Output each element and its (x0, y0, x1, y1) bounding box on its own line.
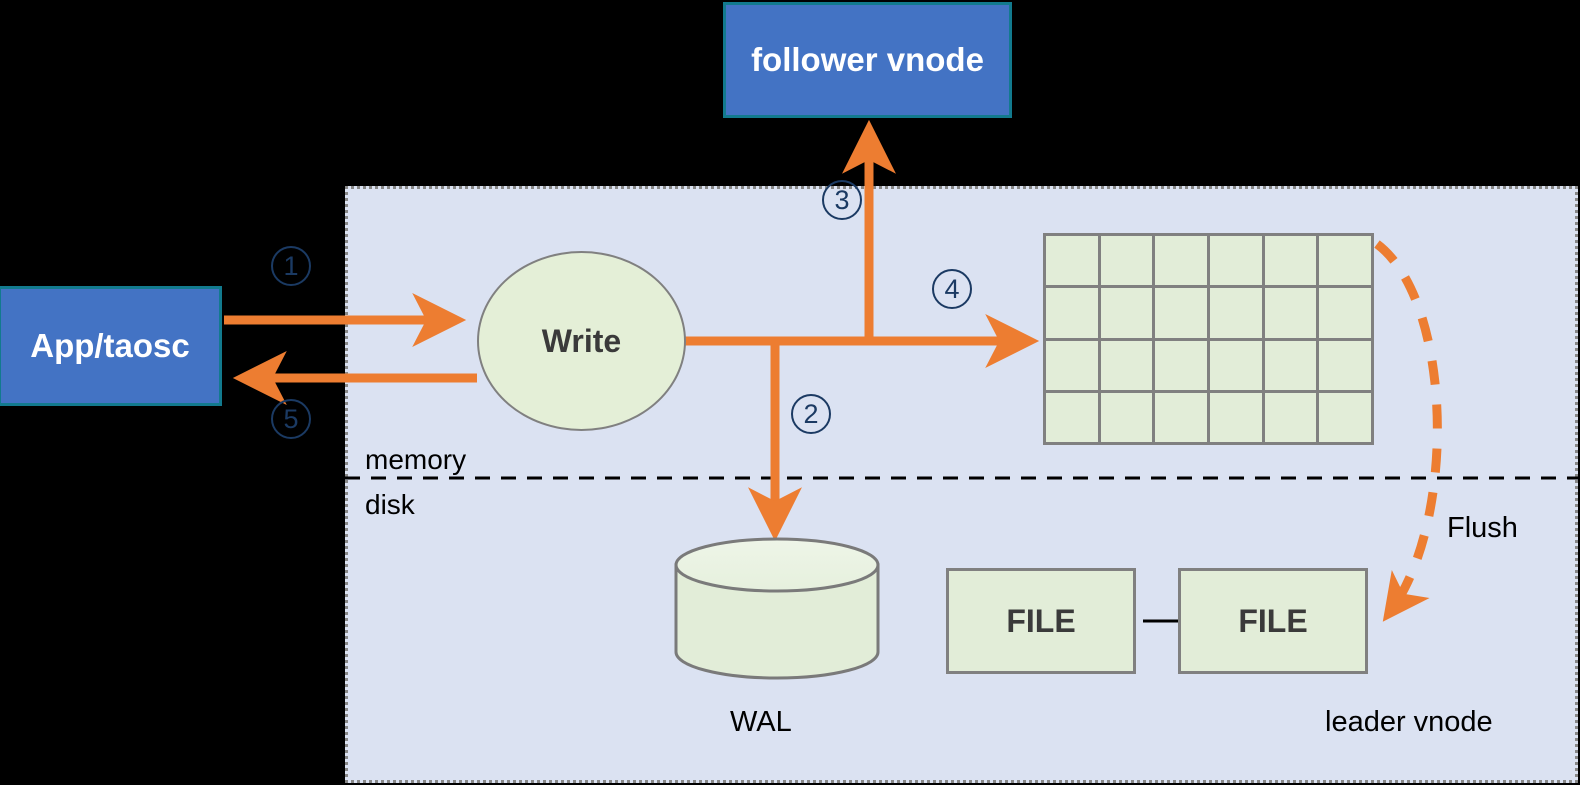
memtable-cell (1210, 392, 1262, 442)
leader-vnode-label: leader vnode (1325, 706, 1493, 738)
memtable-cell (1210, 288, 1262, 338)
file-node-1[interactable]: FILE (946, 568, 1136, 674)
disk-label: disk (365, 489, 415, 520)
app-taosc-node[interactable]: App/taosc (0, 286, 222, 406)
step-badge-2: 2 (791, 394, 831, 434)
app-taosc-label: App/taosc (30, 326, 190, 364)
memtable-grid (1043, 233, 1374, 445)
step-badge-5: 5 (271, 399, 311, 439)
memtable-cell (1319, 288, 1371, 338)
flush-label: Flush (1447, 512, 1518, 544)
memtable-cell (1264, 340, 1317, 390)
file-node-2-label: FILE (1238, 602, 1308, 639)
memtable-cell (1100, 340, 1153, 390)
step-badge-3: 3 (822, 180, 862, 220)
follower-vnode-label: follower vnode (751, 40, 984, 78)
memtable-cell (1046, 392, 1098, 442)
memtable-cell (1100, 288, 1153, 338)
memtable-cell (1264, 288, 1317, 338)
memtable-cell (1155, 392, 1207, 442)
memtable-cell (1319, 392, 1371, 442)
memtable-cell (1046, 340, 1098, 390)
memtable-cell (1264, 236, 1317, 286)
memtable-cell (1046, 236, 1098, 286)
write-node[interactable]: Write (477, 251, 686, 431)
memtable-cell (1046, 288, 1098, 338)
memtable-cell (1100, 236, 1153, 286)
follower-vnode-node[interactable]: follower vnode (723, 2, 1012, 118)
memtable-cell (1210, 340, 1262, 390)
file-node-1-label: FILE (1006, 602, 1076, 639)
write-label: Write (541, 322, 622, 359)
memtable-cell (1210, 236, 1262, 286)
memtable-cell (1264, 392, 1317, 442)
wal-label: WAL (730, 706, 792, 738)
memory-label: memory (365, 444, 467, 475)
wal-cylinder-shape (674, 537, 880, 680)
memtable-cell (1100, 392, 1153, 442)
file-node-2[interactable]: FILE (1178, 568, 1368, 674)
memtable-cell (1319, 236, 1371, 286)
step-badge-1: 1 (271, 246, 311, 286)
memtable-cell (1155, 340, 1207, 390)
memtable-cell (1155, 236, 1207, 286)
step-badge-4: 4 (932, 269, 972, 309)
memtable-cell (1155, 288, 1207, 338)
arrow-flush (1374, 240, 1442, 622)
memtable-cell (1319, 340, 1371, 390)
